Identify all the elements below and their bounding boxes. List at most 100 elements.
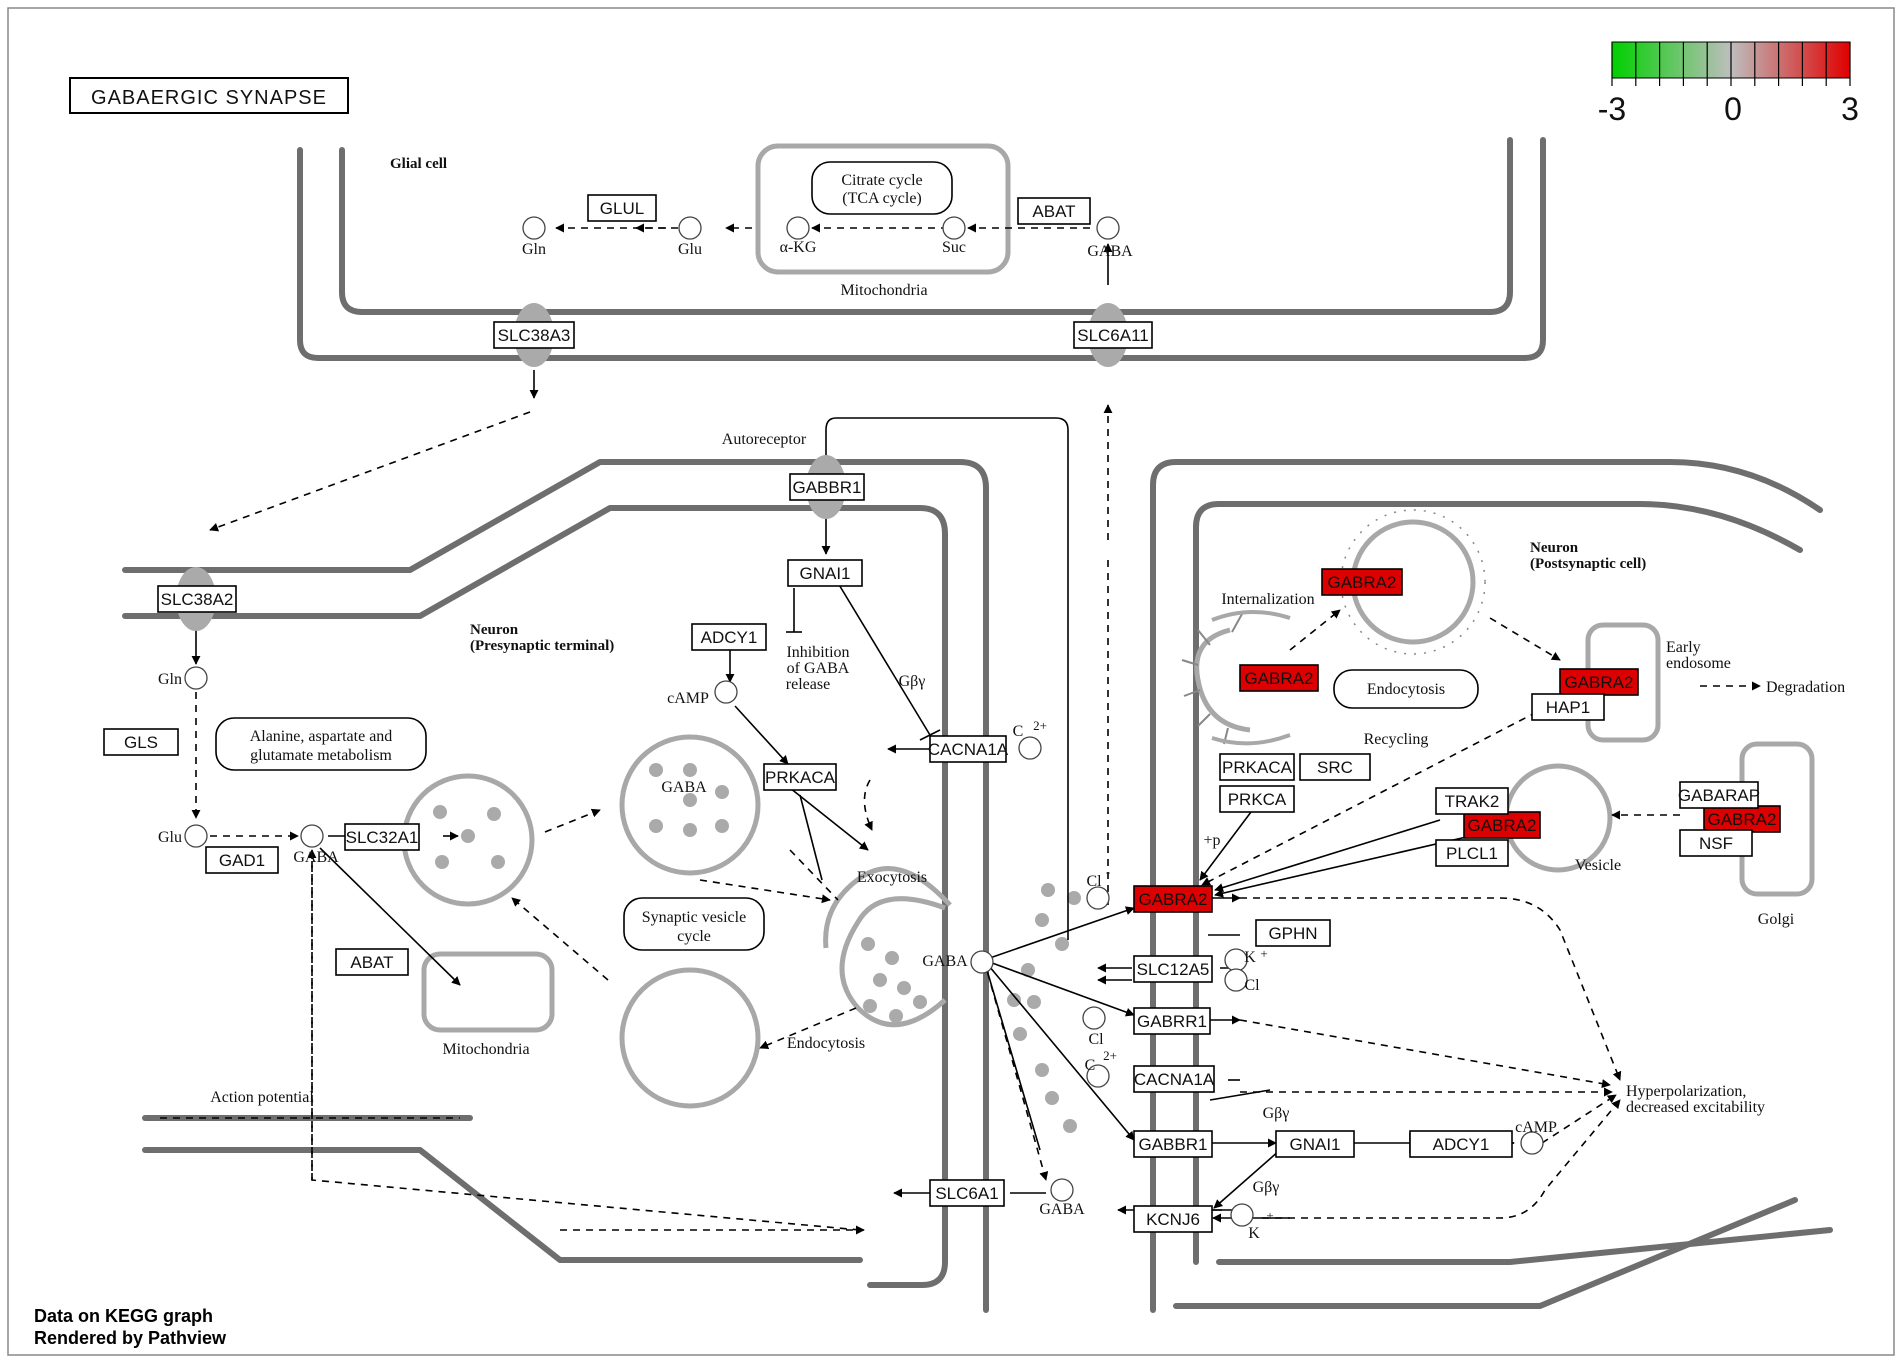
- gene-gnai1-b[interactable]: GNAI1: [1275, 1130, 1355, 1158]
- compound-circle[interactable]: [522, 216, 546, 240]
- gene-kcnj6[interactable]: KCNJ6: [1133, 1205, 1213, 1233]
- legend-mid-label: 0: [1724, 91, 1742, 127]
- endocytosis-pre-label: Endocytosis: [787, 1035, 865, 1052]
- gene-label: GABARAP: [1678, 786, 1760, 805]
- camp-a-label: cAMP: [667, 690, 709, 707]
- gene-label: HAP1: [1546, 698, 1590, 717]
- gene-prkaca-a[interactable]: PRKACA: [763, 763, 837, 791]
- gene-gnai1-a[interactable]: GNAI1: [787, 559, 863, 587]
- compound-circle[interactable]: [184, 824, 208, 848]
- compound-circle[interactable]: [300, 824, 324, 848]
- gene-trak2[interactable]: TRAK2: [1435, 787, 1509, 815]
- compound-circle[interactable]: [942, 216, 966, 240]
- degradation-label: Degradation: [1766, 679, 1845, 696]
- gene-plcl1[interactable]: PLCL1: [1435, 839, 1509, 867]
- footer-line-2: Rendered by Pathview: [34, 1328, 227, 1348]
- gene-gabrr1[interactable]: GABRR1: [1133, 1007, 1211, 1035]
- gene-label: GABRA2: [1245, 669, 1314, 688]
- gene-slc38a3[interactable]: SLC38A3: [493, 321, 575, 349]
- ala-label-1: Alanine, aspartate and: [250, 728, 393, 745]
- synaptic-vesicle-cycle-box[interactable]: [623, 897, 765, 951]
- gene-gabra2-int[interactable]: GABRA2: [1239, 664, 1319, 692]
- gene-gphn[interactable]: GPHN: [1255, 919, 1331, 947]
- gaba-cleft-label: GABA: [922, 953, 968, 970]
- gene-gabra2-cp[interactable]: GABRA2: [1321, 568, 1403, 596]
- ala-label-2: glutamate metabolism: [250, 747, 392, 764]
- compound-circle[interactable]: [1096, 216, 1120, 240]
- svc-label-1: Synaptic vesicle: [642, 909, 746, 926]
- gene-label: GLUL: [600, 199, 644, 218]
- gene-adcy1-b[interactable]: ADCY1: [1409, 1130, 1513, 1158]
- gene-cacna1a-b[interactable]: CACNA1A: [1133, 1065, 1215, 1093]
- tca-cycle-label-1: Citrate cycle: [841, 172, 922, 189]
- gaba-dot: [913, 995, 927, 1009]
- gene-slc12a5[interactable]: SLC12A5: [1133, 955, 1213, 983]
- gene-src[interactable]: SRC: [1299, 753, 1371, 781]
- gln-pre-label: Gln: [158, 671, 182, 688]
- tca-cycle-box[interactable]: [811, 161, 953, 215]
- action-potential-label: Action potential: [210, 1089, 314, 1106]
- gene-abat-p[interactable]: ABAT: [335, 948, 409, 976]
- gene-abat-g[interactable]: ABAT: [1017, 197, 1091, 225]
- gene-gabra2-main[interactable]: GABRA2: [1133, 885, 1213, 913]
- gaba-dot: [435, 855, 449, 869]
- gene-gabra2-ee[interactable]: GABRA2: [1559, 668, 1639, 696]
- gaba-dot: [1027, 995, 1041, 1009]
- compound-circle[interactable]: [184, 666, 208, 690]
- gene-adcy1-a[interactable]: ADCY1: [691, 623, 767, 651]
- compound-circle[interactable]: [786, 216, 810, 240]
- compound-circle[interactable]: [1086, 1064, 1110, 1088]
- svc-label-2: cycle: [677, 928, 711, 945]
- compound-circle[interactable]: [678, 216, 702, 240]
- gaba-dot: [1035, 1063, 1049, 1077]
- compound-circle[interactable]: [1018, 736, 1042, 760]
- gene-gabbr1-a[interactable]: GABBR1: [789, 473, 865, 501]
- exocytosis-vesicle: [839, 896, 947, 1028]
- presynaptic-label-2: (Presynaptic terminal): [470, 638, 614, 654]
- compound-circle[interactable]: [970, 950, 994, 974]
- gene-slc6a1[interactable]: SLC6A1: [929, 1179, 1005, 1207]
- diagram-frame: [7, 7, 1895, 1356]
- gene-cacna1a-a[interactable]: CACNA1A: [928, 735, 1009, 763]
- k-a-label: K: [1244, 949, 1256, 966]
- gene-hap1[interactable]: HAP1: [1531, 693, 1605, 721]
- cl-b-label: Cl: [1244, 977, 1260, 994]
- compound-circle[interactable]: [1050, 1178, 1074, 1202]
- gene-prkaca-b[interactable]: PRKACA: [1219, 753, 1295, 781]
- gene-gabarap[interactable]: GABARAP: [1678, 781, 1760, 809]
- gene-gabra2-golgi[interactable]: GABRA2: [1703, 805, 1781, 833]
- gene-gabra2-ves[interactable]: GABRA2: [1463, 811, 1541, 839]
- compound-circle[interactable]: [1230, 1203, 1254, 1227]
- compound-circle[interactable]: [1520, 1131, 1544, 1155]
- gene-gabbr1-b[interactable]: GABBR1: [1133, 1130, 1213, 1158]
- gene-label: PRKCA: [1228, 790, 1287, 809]
- gaba-dot: [885, 951, 899, 965]
- gene-label: SRC: [1317, 758, 1353, 777]
- gene-slc38a2[interactable]: SLC38A2: [157, 585, 237, 613]
- compound-circle[interactable]: [1086, 886, 1110, 910]
- gaba-dot: [715, 785, 729, 799]
- gene-nsf[interactable]: NSF: [1679, 829, 1753, 857]
- endocytosis-post-box[interactable]: [1333, 669, 1479, 709]
- gene-gls[interactable]: GLS: [103, 728, 179, 756]
- gaba-dot: [863, 999, 877, 1013]
- gene-slc6a11[interactable]: SLC6A11: [1073, 321, 1153, 349]
- compound-circle[interactable]: [714, 680, 738, 704]
- gene-label: PRKACA: [1222, 758, 1293, 777]
- gaba-dot: [461, 829, 475, 843]
- gene-label: GABRA2: [1565, 673, 1634, 692]
- gene-slc32a1[interactable]: SLC32A1: [344, 823, 420, 851]
- gene-label: SLC6A11: [1077, 326, 1149, 345]
- gene-label: PRKACA: [765, 768, 836, 787]
- compound-circle[interactable]: [1224, 968, 1248, 992]
- gaba-dot: [487, 807, 501, 821]
- gene-label: SLC38A3: [498, 326, 571, 345]
- gene-gad1[interactable]: GAD1: [205, 846, 279, 874]
- compound-circle[interactable]: [1082, 1006, 1106, 1030]
- vesicle-endocytosed: [619, 967, 761, 1109]
- gene-glul[interactable]: GLUL: [587, 194, 657, 222]
- gaba-dot: [1063, 1119, 1077, 1133]
- gene-label: KCNJ6: [1146, 1210, 1200, 1229]
- ala-asp-glu-box[interactable]: [215, 717, 427, 771]
- gene-prkca[interactable]: PRKCA: [1219, 785, 1295, 813]
